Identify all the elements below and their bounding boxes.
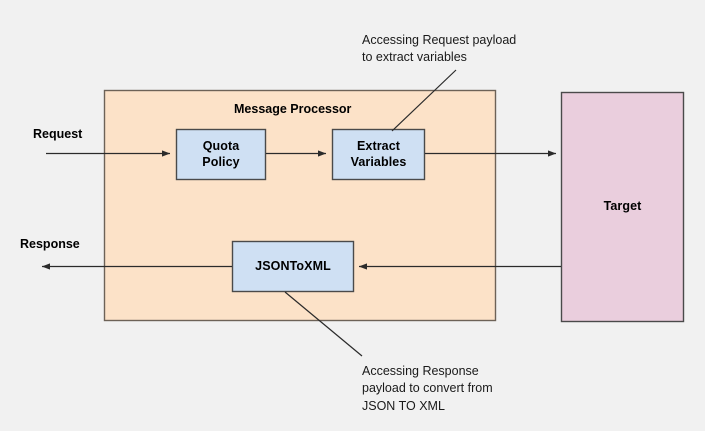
- extract-variables-box: [331, 128, 426, 181]
- request-annotation-note: Accessing Request payload to extract var…: [362, 33, 517, 65]
- response-flow-label: Response: [20, 237, 80, 251]
- target-box: [560, 91, 685, 323]
- message-processor-title: Message Processor: [234, 102, 352, 116]
- response-annotation-note: Accessing Response payload to convert fr…: [362, 364, 493, 413]
- leader-line-response-note: [284, 291, 363, 357]
- quota-policy-box: [175, 128, 267, 181]
- jsontoxml-box: [231, 240, 355, 293]
- request-flow-label: Request: [33, 127, 83, 141]
- leader-line-request-note: [391, 69, 457, 132]
